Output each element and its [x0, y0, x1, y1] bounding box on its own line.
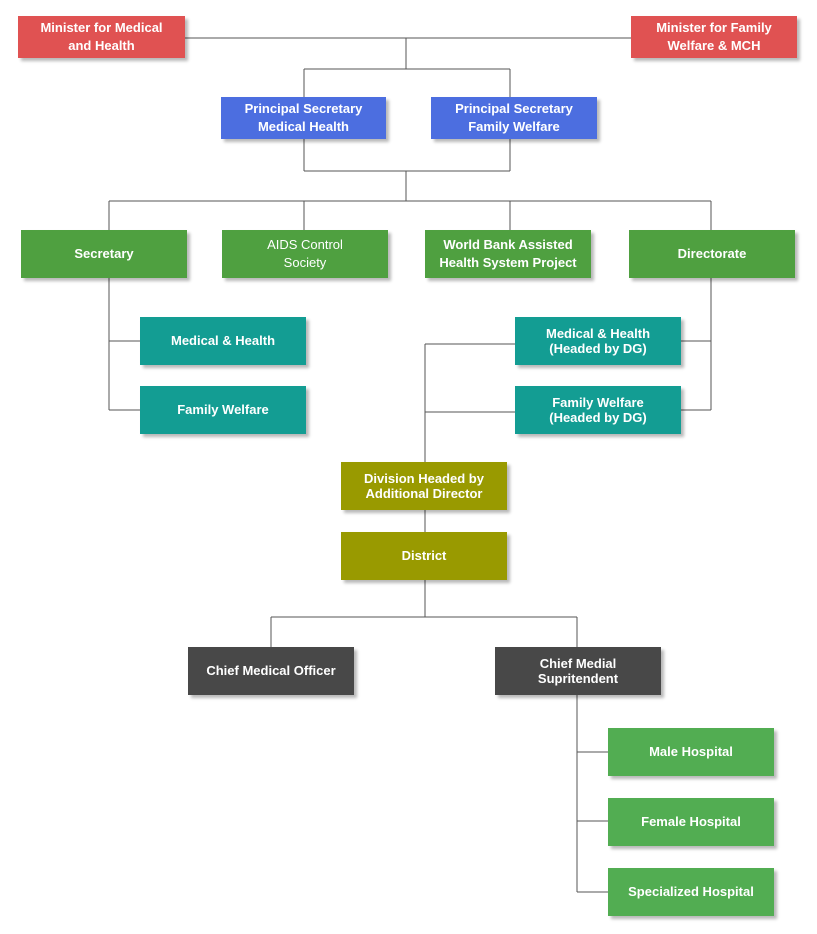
directorate-medical-health-node: Medical & Health (Headed by DG) [515, 317, 681, 365]
district-node: District [341, 532, 507, 580]
world-bank-project-node: World Bank Assisted Health System Projec… [425, 230, 591, 278]
male-hospital-node: Male Hospital [608, 728, 774, 776]
chief-medical-superintendent-node: Chief Medial Supritendent [495, 647, 661, 695]
directorate-node: Directorate [629, 230, 795, 278]
directorate-family-welfare-node: Family Welfare (Headed by DG) [515, 386, 681, 434]
chief-medical-officer-node: Chief Medical Officer [188, 647, 354, 695]
secretary-node: Secretary [21, 230, 187, 278]
secretary-family-welfare-node: Family Welfare [140, 386, 306, 434]
secretary-medical-health-node: Medical & Health [140, 317, 306, 365]
aids-control-society-node: AIDS Control Society [222, 230, 388, 278]
female-hospital-node: Female Hospital [608, 798, 774, 846]
minister-medical-health-node: Minister for Medical and Health [18, 16, 185, 58]
specialized-hospital-node: Specialized Hospital [608, 868, 774, 916]
principal-secretary-medical-health-node: Principal Secretary Medical Health [221, 97, 386, 139]
principal-secretary-family-welfare-node: Principal Secretary Family Welfare [431, 97, 597, 139]
division-node: Division Headed by Additional Director [341, 462, 507, 510]
minister-family-welfare-node: Minister for Family Welfare & MCH [631, 16, 797, 58]
